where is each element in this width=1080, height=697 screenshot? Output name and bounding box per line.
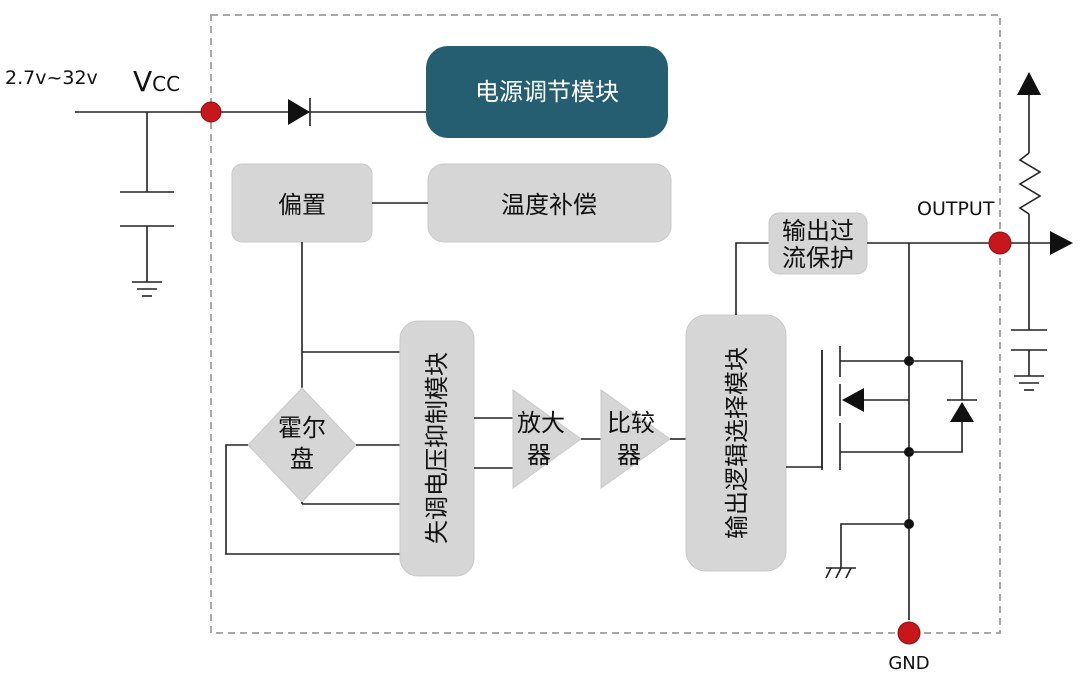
vcc-pin-dot <box>200 101 222 123</box>
power-regulator-label: 电源调节模块 <box>475 78 619 106</box>
offset-suppression-block <box>399 320 475 577</box>
comparator-block <box>600 389 671 489</box>
comparator-label-1: 比较 <box>607 409 655 437</box>
amplifier-label-1: 放大 <box>517 409 565 437</box>
logic-ocp-wire <box>735 242 769 315</box>
output-pin-dot <box>988 231 1012 255</box>
power-regulator-block <box>426 46 668 138</box>
input-capacitor <box>120 112 174 282</box>
amplifier-label-2: 器 <box>527 441 551 469</box>
overcurrent-label-2: 流保护 <box>782 244 854 272</box>
hall-plate-label-2: 盘 <box>290 445 314 473</box>
external-capacitor-icon <box>1011 329 1047 391</box>
mosfet-icon <box>786 243 914 620</box>
output-label: OUTPUT <box>917 198 995 220</box>
gnd-pin-dot <box>897 621 921 645</box>
input-diode-icon <box>288 98 311 126</box>
hall-plate-label-1: 霍尔 <box>278 414 326 442</box>
chip-boundary <box>210 14 1001 634</box>
offset-amp-wires <box>474 417 513 469</box>
input-ground-icon <box>132 281 162 297</box>
voltage-range-label: 2.7v~32v <box>5 67 98 89</box>
bias-wires <box>301 242 400 388</box>
offset-suppression-label: 失调电压抑制模块 <box>423 352 451 544</box>
internal-ground-icon <box>825 523 909 579</box>
amplifier-block <box>512 389 582 489</box>
overcurrent-label-1: 输出过 <box>782 217 854 245</box>
bias-label: 偏置 <box>278 191 326 219</box>
body-diode-icon <box>909 360 977 453</box>
temp-compensation-label: 温度补偿 <box>501 191 597 219</box>
external-pullup-icon <box>1017 72 1042 330</box>
output-arrow-icon <box>1050 231 1073 255</box>
vcc-label: VCC <box>133 65 180 98</box>
comparator-label-2: 器 <box>617 441 641 469</box>
hall-wires <box>225 444 400 555</box>
output-logic-label: 输出逻辑选择模块 <box>723 347 751 539</box>
gnd-label: GND <box>888 653 929 674</box>
